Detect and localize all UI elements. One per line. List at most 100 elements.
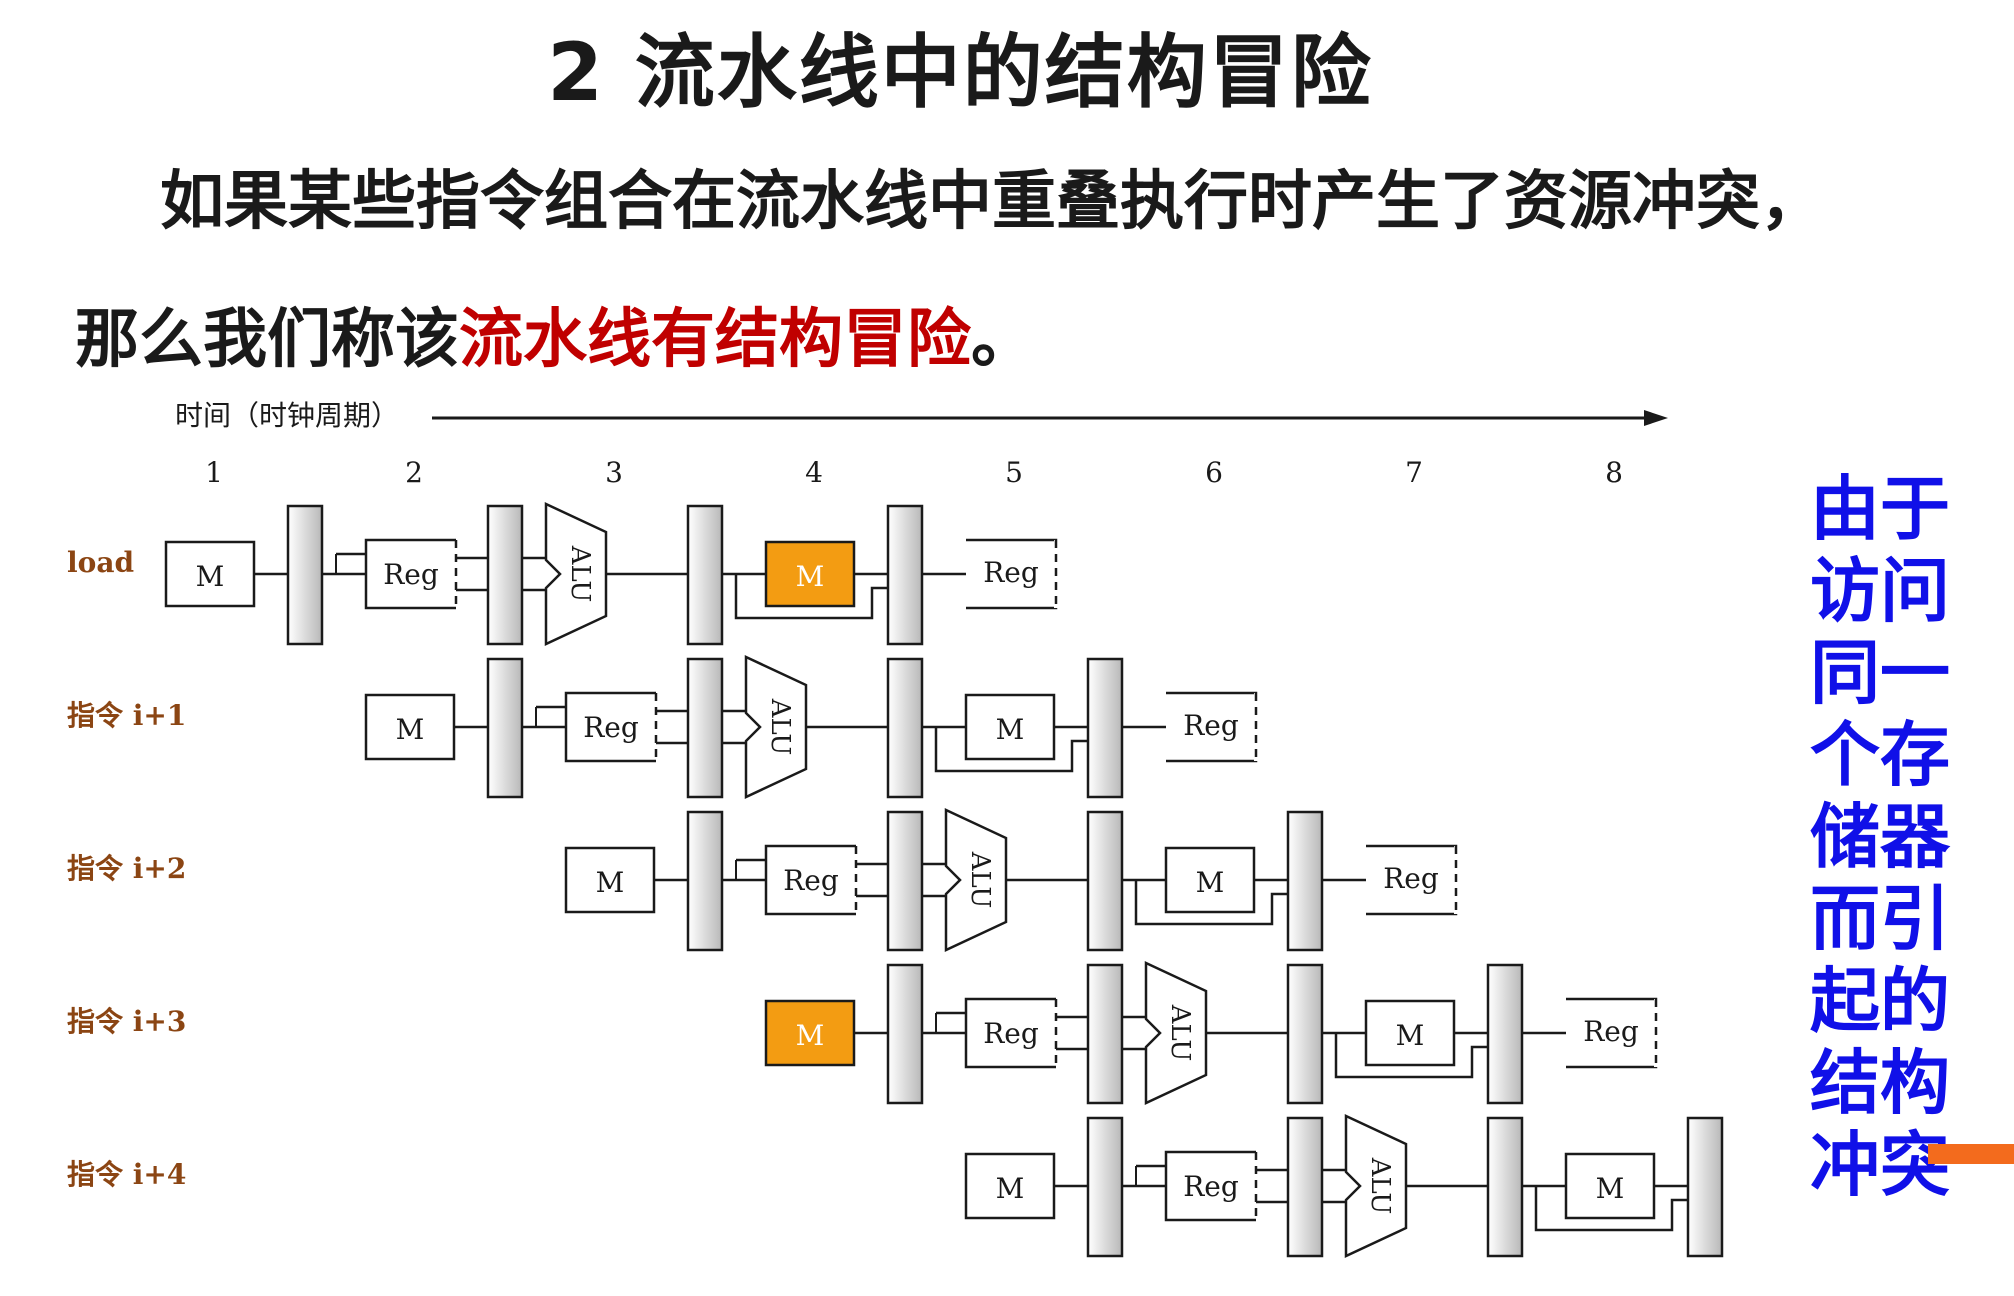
cycle-number: 5: [1005, 456, 1023, 489]
pipeline-row: load M Reg ALU M Reg: [67, 502, 1058, 646]
hazard-explanation-line: 结构: [1810, 1042, 1950, 1124]
cycle-number: 3: [605, 456, 623, 489]
paragraph-line-1: 如果某些指令组合在流水线中重叠执行时产生了资源冲突，: [160, 164, 1824, 239]
register-file-box: [1164, 1150, 1256, 1222]
register-file-box: [764, 844, 856, 916]
pipeline-register: [1486, 963, 1524, 1105]
instruction-label: 指令 i+3: [67, 1005, 186, 1038]
pipeline-register: [1086, 1116, 1124, 1258]
data-memory-box: [1164, 846, 1256, 914]
slide-title: 2 流水线中的结构冒险: [547, 26, 1373, 119]
instruction-memory-label: M: [596, 866, 625, 899]
alu-label: ALU: [1365, 1157, 1395, 1215]
register-write-label: Reg: [983, 556, 1039, 589]
paragraph-line-2-plain: 那么我们称该: [75, 302, 459, 377]
register-file-box: [564, 691, 656, 763]
instruction-label: 指令 i+4: [67, 1158, 186, 1191]
instruction-memory-label: M: [396, 713, 425, 746]
datapath-wire: [934, 727, 1088, 773]
alu-shape: [1344, 1114, 1408, 1258]
pipeline-row: 指令 i+4 M Reg ALU M: [67, 1114, 1724, 1258]
pipeline-row: 指令 i+2 M Reg ALU M Reg: [67, 808, 1458, 952]
register-file-label: Reg: [783, 864, 839, 897]
pipeline-register: [886, 963, 924, 1105]
instruction-memory-box: [764, 999, 856, 1067]
instruction-label: 指令 i+2: [67, 852, 186, 885]
pipeline-register: [1286, 1116, 1324, 1258]
pipeline-register: [686, 504, 724, 646]
hazard-explanation-line: 起的: [1810, 960, 1950, 1042]
alu-shape: [744, 655, 808, 799]
orange-accent-bar: [1928, 1144, 2014, 1164]
instruction-label: load: [67, 546, 134, 579]
pipeline-register: [686, 657, 724, 799]
time-axis-arrowhead: [1644, 410, 1668, 426]
paragraph-line-2: 那么我们称该流水线有结构冒险。: [75, 288, 1035, 380]
pipeline-register: [1086, 810, 1124, 952]
paragraph-line-2-end: 。: [971, 302, 1035, 377]
register-file-label: Reg: [1183, 1170, 1239, 1203]
data-memory-label: M: [1196, 866, 1225, 899]
hazard-explanation-line: 由于: [1810, 468, 1950, 550]
pipeline-register: [486, 657, 524, 799]
data-memory-box: [1564, 1152, 1656, 1220]
pipeline-register: [686, 810, 724, 952]
instruction-memory-label: M: [196, 560, 225, 593]
register-write-label: Reg: [1183, 709, 1239, 742]
register-file-label: Reg: [583, 711, 639, 744]
alu-label: ALU: [765, 698, 795, 756]
register-file-box: [964, 997, 1056, 1069]
register-file-box: [364, 538, 456, 610]
data-memory-box: [1364, 999, 1456, 1067]
instruction-memory-label: M: [796, 1019, 825, 1052]
pipeline-row: 指令 i+1 M Reg ALU M Reg: [67, 655, 1258, 799]
structural-hazard-phrase: 流水线有结构冒险: [459, 302, 971, 377]
datapath-wire: [734, 574, 888, 620]
instruction-label: 指令 i+1: [67, 699, 186, 732]
pipeline-register: [1686, 1116, 1724, 1258]
pipeline-register: [886, 504, 924, 646]
hazard-explanation-line: 冲突: [1810, 1124, 1950, 1206]
hazard-explanation-line: 访问: [1810, 550, 1950, 632]
cycle-number: 7: [1405, 456, 1423, 489]
instruction-memory-box: [964, 1152, 1056, 1220]
hazard-explanation-line: 而引: [1810, 878, 1950, 960]
register-write-label: Reg: [1383, 862, 1439, 895]
pipeline-register: [1286, 810, 1324, 952]
alu-shape: [1144, 961, 1208, 1105]
pipeline-register: [1286, 963, 1324, 1105]
alu-shape: [944, 808, 1008, 952]
datapath-wire: [1534, 1186, 1688, 1232]
data-memory-label: M: [1596, 1172, 1625, 1205]
alu-label: ALU: [565, 545, 595, 603]
data-memory-label: M: [796, 560, 825, 593]
datapath-wire: [1134, 880, 1288, 926]
time-axis-label: 时间（时钟周期）: [175, 399, 399, 432]
alu-label: ALU: [965, 851, 995, 909]
instruction-memory-label: M: [996, 1172, 1025, 1205]
hazard-explanation-line: 个存: [1810, 714, 1950, 796]
pipeline-register: [1086, 657, 1124, 799]
pipeline-register: [486, 504, 524, 646]
pipeline-register: [1486, 1116, 1524, 1258]
hazard-explanation-line: 储器: [1810, 796, 1950, 878]
pipeline-register: [886, 810, 924, 952]
register-file-label: Reg: [383, 558, 439, 591]
data-memory-label: M: [1396, 1019, 1425, 1052]
pipeline-register: [886, 657, 924, 799]
cycle-number: 4: [805, 456, 823, 489]
cycle-number: 1: [205, 456, 223, 489]
instruction-memory-box: [164, 540, 256, 608]
alu-shape: [544, 502, 608, 646]
data-memory-label: M: [996, 713, 1025, 746]
hazard-explanation: 由于访问同一个存储器而引起的结构冲突: [1810, 468, 1950, 1206]
cycle-number: 2: [405, 456, 423, 489]
datapath-wire: [1334, 1033, 1488, 1079]
cycle-number: 6: [1205, 456, 1223, 489]
register-file-label: Reg: [983, 1017, 1039, 1050]
hazard-explanation-line: 同一: [1810, 632, 1950, 714]
